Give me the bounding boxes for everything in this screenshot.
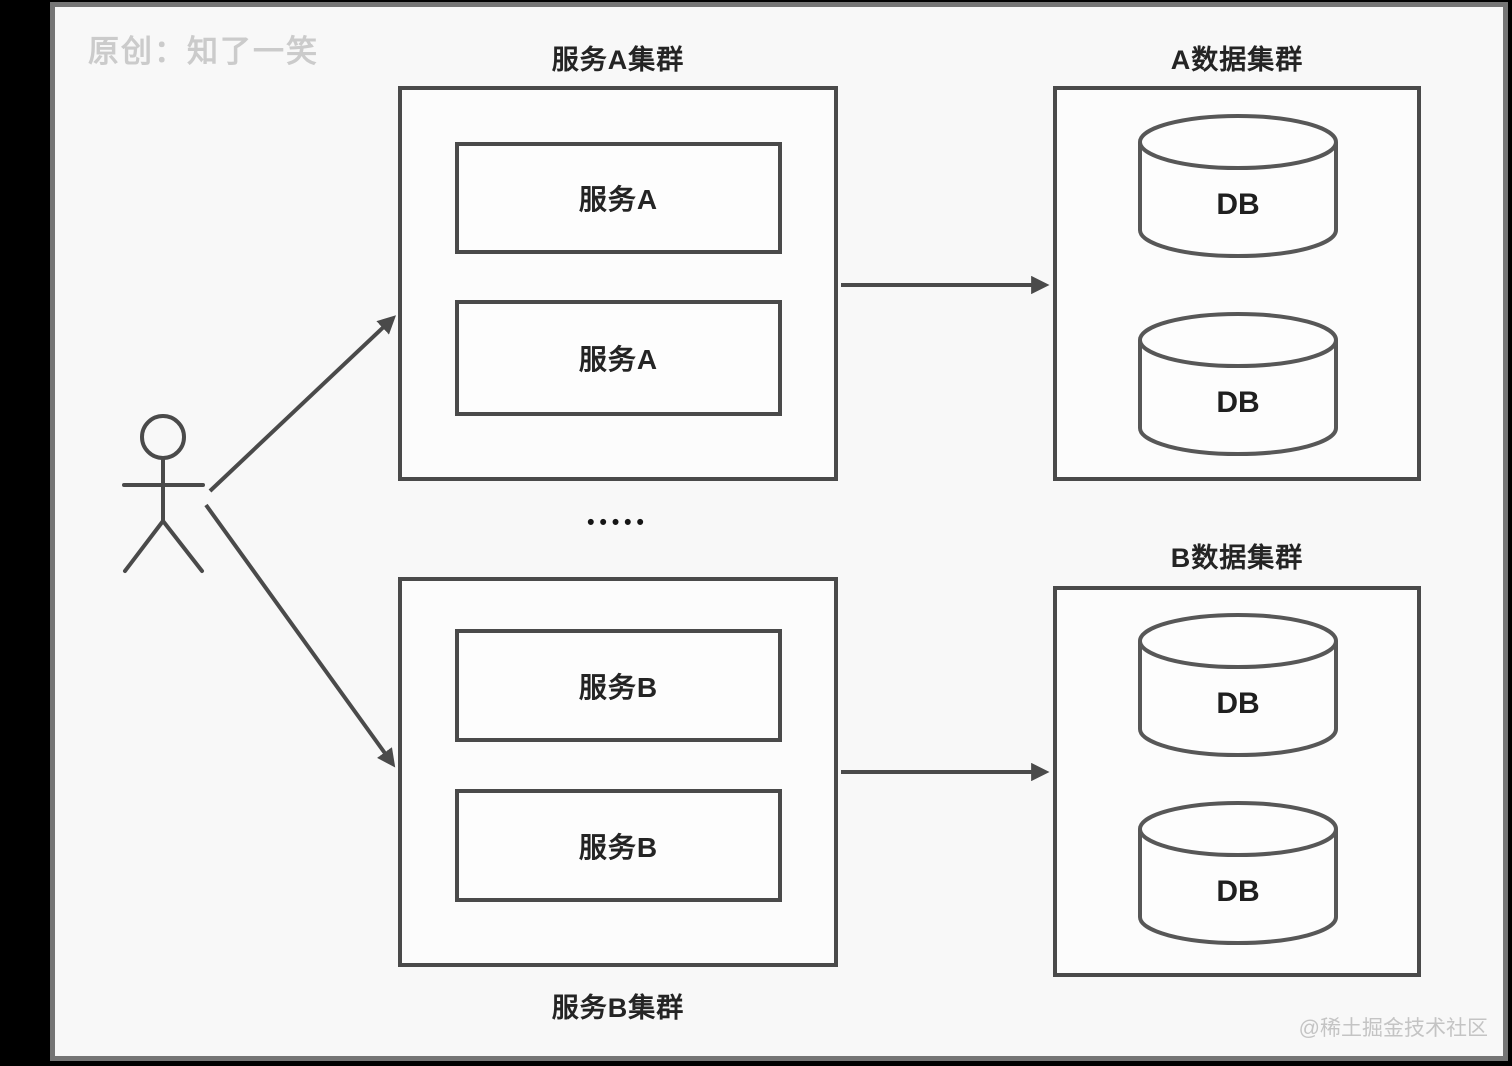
db-cylinder-a1: DB [1137, 112, 1339, 262]
data-b-cluster-title: B数据集群 [1170, 543, 1304, 573]
service-b-node-1: 服务B [455, 629, 782, 742]
db-cylinder-a2: DB [1137, 310, 1339, 460]
service-a-cluster-title: 服务A集群 [551, 45, 685, 75]
database-icon [1138, 114, 1338, 258]
ellipsis-more-clusters: ••••• [587, 511, 649, 534]
db-cylinder-b2: DB [1137, 799, 1339, 949]
service-a-node-2: 服务A [455, 300, 782, 416]
database-icon [1138, 312, 1338, 456]
watermark-community: @稀土掘金技术社区 [1298, 1017, 1488, 1040]
db-label: DB [1216, 875, 1260, 908]
db-label: DB [1216, 386, 1260, 419]
db-label: DB [1216, 188, 1260, 221]
data-a-cluster-title: A数据集群 [1170, 45, 1304, 75]
service-a-node-1: 服务A [455, 142, 782, 254]
database-icon [1138, 613, 1338, 757]
service-b-node-2: 服务B [455, 789, 782, 902]
watermark-author: 原创：知了一笑 [88, 34, 319, 69]
service-b-cluster-title: 服务B集群 [551, 993, 685, 1023]
db-cylinder-b1: DB [1137, 611, 1339, 761]
database-icon [1138, 801, 1338, 945]
db-label: DB [1216, 687, 1260, 720]
